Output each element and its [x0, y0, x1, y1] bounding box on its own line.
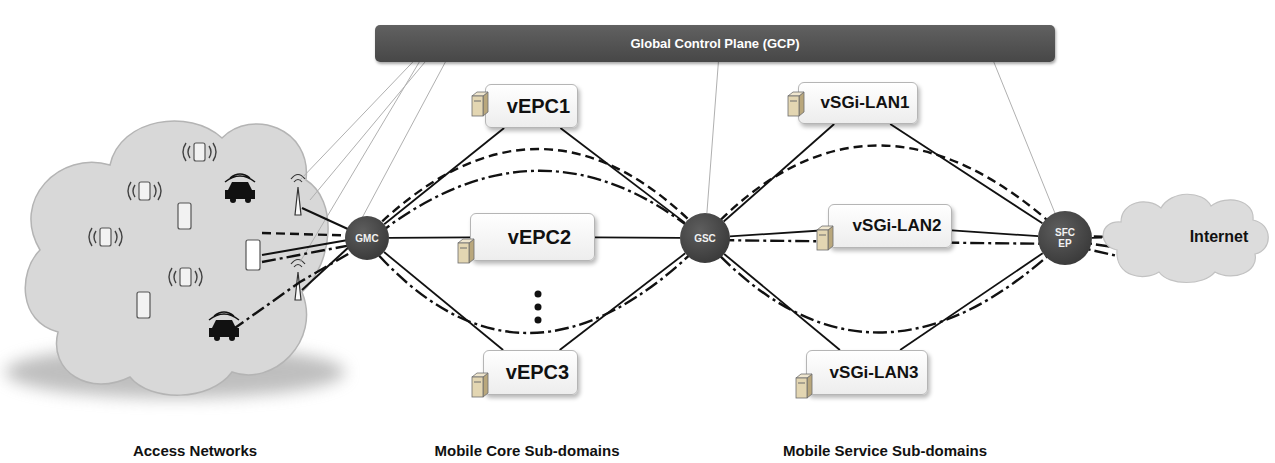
internet-cloud: Internet: [1095, 188, 1273, 286]
vepc-box: vEPC3: [483, 350, 578, 395]
node-text: vEPC3: [506, 361, 569, 384]
node-text: vSGi-LAN2: [853, 216, 942, 236]
access-cloud: [25, 121, 328, 395]
server-icon: [796, 374, 812, 398]
node-text: GMC: [355, 233, 378, 244]
network-link: [730, 230, 828, 236]
flow-path-dashdot: [232, 171, 1170, 330]
network-link: [384, 128, 504, 224]
network-link: [952, 230, 1038, 236]
network-link: [900, 253, 1043, 350]
node-text: GSC: [694, 233, 716, 244]
node-text: Internet: [1120, 228, 1249, 246]
network-link: [389, 236, 470, 238]
control-link: [994, 62, 1055, 213]
server-icon: [472, 373, 488, 397]
service-flow-paths: [232, 146, 1190, 334]
server-icon: [458, 239, 474, 263]
network-link: [724, 254, 840, 350]
vepc-box: vEPC2: [470, 213, 595, 261]
domain-label: Mobile Core Sub-domains: [434, 442, 619, 459]
node-text: Global Control Plane (GCP): [630, 36, 799, 51]
domain-label: Access Networks: [133, 442, 257, 459]
network-link: [384, 252, 503, 350]
control-plane-bar: Global Control Plane (GCP): [375, 25, 1055, 62]
control-link: [707, 62, 719, 213]
cloud-shape: [1103, 194, 1268, 282]
server-icon: [472, 92, 488, 116]
ellipsis-dots: [535, 291, 542, 324]
network-link: [1092, 237, 1102, 239]
network-link: [560, 128, 685, 223]
mobile-devices: [100, 143, 260, 318]
network-link: [560, 253, 686, 350]
sgi-lan-box: vSGi-LAN3: [806, 350, 928, 395]
server-icon: [788, 92, 804, 116]
vehicles: [209, 174, 255, 341]
endpoint-circle: SFC EP: [1038, 211, 1092, 265]
node-text: vSGi-LAN1: [821, 93, 910, 113]
node-text: SFC EP: [1050, 227, 1080, 249]
network-link: [724, 124, 835, 222]
sgi-lan-box: vSGi-LAN2: [828, 204, 952, 248]
network-link: [595, 236, 680, 238]
controller-circle: GSC: [680, 213, 730, 263]
control-links: [300, 44, 455, 262]
domain-label: Mobile Service Sub-domains: [783, 442, 987, 459]
radio-waves: [89, 143, 216, 286]
node-text: vEPC1: [507, 95, 570, 118]
server-icon: [817, 226, 833, 250]
node-text: vSGi-LAN3: [830, 363, 919, 383]
sgi-lan-box: vSGi-LAN1: [798, 82, 918, 124]
controller-circle: GMC: [345, 216, 389, 260]
vepc-box: vEPC1: [485, 84, 578, 128]
radio-links: [262, 208, 350, 290]
node-text: vEPC2: [508, 226, 571, 249]
